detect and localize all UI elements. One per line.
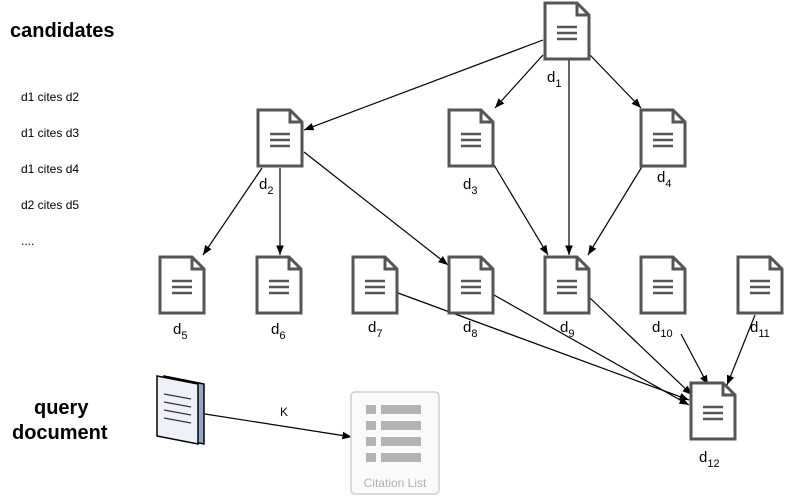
query-heading: query	[34, 397, 89, 419]
document-icon	[447, 108, 495, 168]
document-label-d1: d1	[547, 69, 561, 90]
citation-list-icon: Citation List	[350, 391, 440, 495]
document-label-d4: d4	[657, 169, 671, 190]
document-node-d3: d3	[447, 108, 495, 197]
document-icon	[639, 108, 687, 168]
document-label-d6: d6	[271, 321, 285, 342]
document-icon	[543, 1, 591, 61]
document-label-d7: d7	[368, 319, 382, 340]
document-icon	[158, 255, 206, 315]
document-node-d10: d10	[639, 255, 687, 340]
document-node-d5: d5	[158, 255, 206, 342]
candidate-item: d1 cites d3	[21, 126, 80, 140]
document-icon	[447, 255, 495, 315]
document-icon	[639, 255, 687, 315]
document-node-d8: d8	[447, 255, 495, 340]
document-nodes: d1 d2 d3 d4 d5 d6 d7 d8 d9 d10 d11 d12	[158, 1, 784, 470]
query-edge-label: K	[280, 405, 288, 419]
candidate-citation-list: d1 cites d2 d1 cites d3 d1 cites d4 d2 c…	[21, 88, 79, 268]
document-label-d12: d12	[699, 449, 720, 470]
document-node-d4: d4	[639, 108, 687, 190]
document-icon	[351, 255, 399, 315]
document-node-d7: d7	[351, 255, 399, 340]
citation-edge-d4-d9	[587, 164, 644, 256]
document-node-d11: d11	[736, 255, 784, 340]
citation-edge-d11-d12	[726, 314, 756, 386]
document-label-d2: d2	[259, 176, 273, 197]
citation-list-label: Citation List	[364, 476, 427, 490]
document-label-d11: d11	[750, 319, 770, 340]
citation-edge-d2-d5	[202, 167, 263, 256]
document-icon	[736, 255, 784, 315]
citation-edge-d10-d12	[680, 333, 709, 386]
document-icon	[255, 255, 303, 315]
document-node-d9: d9	[543, 255, 591, 340]
query-to-citation-arrow	[204, 413, 353, 440]
candidate-item: d1 cites d2	[21, 90, 80, 104]
document-label-d5: d5	[173, 321, 187, 342]
citation-edge-d7-d12	[397, 292, 690, 401]
document-icon	[543, 255, 591, 315]
citation-edge-d2-d8	[303, 151, 449, 266]
document-label-d3: d3	[463, 176, 477, 197]
document-icon	[689, 381, 737, 441]
document-heading: document	[12, 422, 108, 444]
candidate-item: ....	[21, 234, 35, 248]
candidate-item: d2 cites d5	[21, 198, 80, 212]
query-section: K Citation List	[156, 375, 440, 495]
citation-edge-d1-d3	[494, 54, 544, 109]
document-label-d10: d10	[652, 319, 673, 340]
citation-edge-d9-d12	[589, 297, 693, 396]
document-node-d1: d1	[543, 1, 591, 90]
document-node-d2: d2	[256, 108, 304, 197]
document-label-d8: d8	[463, 319, 477, 340]
document-icon	[256, 108, 304, 168]
citation-edge-d3-d9	[493, 164, 549, 256]
citation-edge-d1-d4	[589, 54, 642, 109]
citation-edge-d1-d2	[303, 39, 544, 131]
candidate-item: d1 cites d4	[21, 162, 80, 176]
candidates-heading: candidates	[10, 20, 115, 42]
query-document-icon	[156, 375, 205, 445]
citation-edges	[202, 39, 756, 406]
document-label-d9: d9	[560, 319, 574, 340]
citation-edge-d8-d12	[493, 294, 690, 406]
document-node-d6: d6	[255, 255, 303, 342]
document-node-d12: d12	[689, 381, 737, 470]
